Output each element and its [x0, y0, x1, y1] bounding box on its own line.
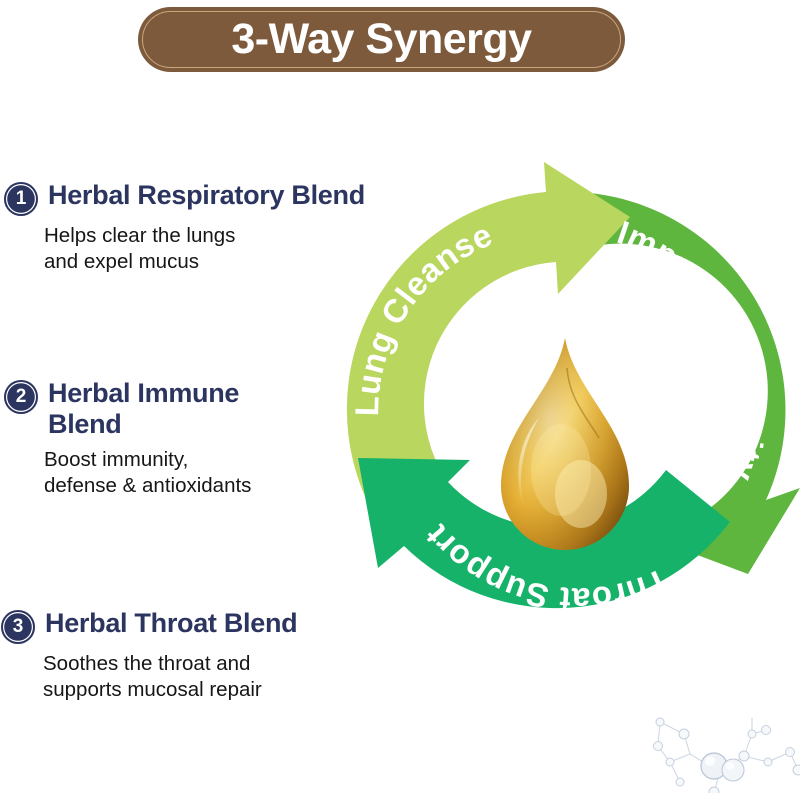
- feature-3-number-badge: 3: [1, 610, 35, 644]
- feature-2-title-line-1: Herbal Immune: [48, 378, 240, 408]
- feature-2-description-line-2: defense & antioxidants: [44, 473, 252, 497]
- feature-1-title: Herbal Respiratory Blend: [48, 180, 365, 210]
- page-title: 3-Way Synergy: [231, 15, 532, 63]
- feature-1-description: Helps clear the lungs and expel mucus: [44, 223, 365, 275]
- cycle-segment-improve-immunity: [553, 191, 800, 574]
- feature-1-description-line-2: and expel mucus: [44, 250, 199, 274]
- feature-2-title: Herbal Immune Blend: [48, 378, 239, 440]
- cycle-label-improve-immunity: Improve immunity: [613, 213, 772, 485]
- feature-2-description: Boost immunity, defense & antioxidants: [44, 447, 251, 499]
- feature-item-3: 3 Herbal Throat Blend Soothes the throat…: [1, 608, 298, 703]
- title-banner: 3-Way Synergy: [138, 7, 625, 72]
- cycle-segment-lung-cleanse: [346, 162, 630, 542]
- improve-immunity-arrow-icon: [553, 191, 800, 574]
- feature-3-title: Herbal Throat Blend: [45, 608, 298, 638]
- feature-item-1: 1 Herbal Respiratory Blend Helps clear t…: [4, 180, 365, 275]
- feature-1-heading-row: 1 Herbal Respiratory Blend: [4, 180, 365, 216]
- feature-3-description-line-1: Soothes the throat and: [43, 652, 251, 675]
- feature-2-title-line-2: Blend: [48, 408, 122, 439]
- molecule-network-icon: [640, 700, 800, 793]
- feature-2-heading-row: 2 Herbal Immune Blend: [4, 378, 251, 440]
- feature-item-2: 2 Herbal Immune Blend Boost immunity, de…: [4, 378, 251, 499]
- feature-2-description-line-1: Boost immunity,: [44, 447, 189, 471]
- feature-3-heading-row: 3 Herbal Throat Blend: [1, 608, 298, 644]
- feature-1-number-badge: 1: [4, 182, 38, 216]
- feature-3-description: Soothes the throat and supports mucosal …: [43, 651, 297, 703]
- oil-droplet-icon: [501, 338, 629, 550]
- lung-cleanse-arrow-icon: [346, 162, 630, 542]
- feature-2-number-badge: 2: [4, 380, 38, 414]
- feature-3-description-line-2: supports mucosal repair: [43, 678, 262, 702]
- synergy-cycle-diagram: Lung Cleanse Improve immunity Throat Sup…: [330, 162, 800, 650]
- feature-1-description-line-1: Helps clear the lungs: [44, 224, 236, 247]
